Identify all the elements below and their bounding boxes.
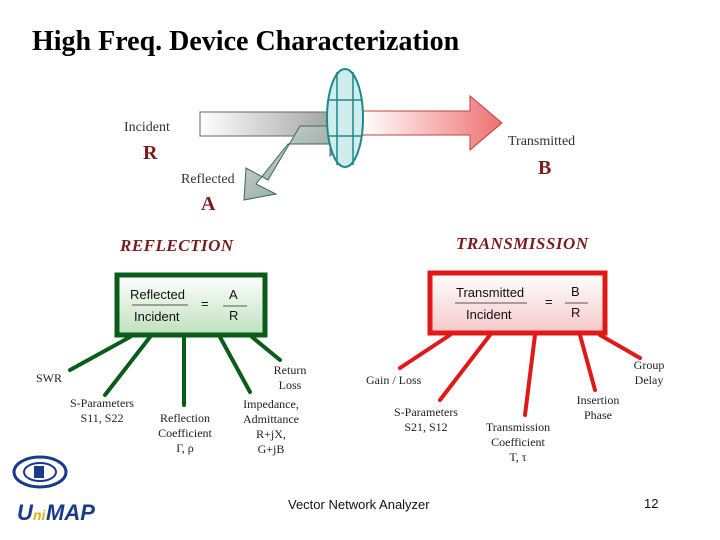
transmission-box-top: Transmitted xyxy=(456,285,525,300)
transmission-s-parameters: S-Parameters S21, S12 xyxy=(394,405,458,434)
reflection-heading: REFLECTION xyxy=(120,236,234,255)
insertion-phase: Insertion Phase xyxy=(576,393,620,422)
transmission-heading: TRANSMISSION xyxy=(456,234,589,253)
transmission-ratio-top: B xyxy=(571,284,580,299)
transmitted-arrow xyxy=(361,94,503,152)
reflection-coefficient: Reflection Coefficient Γ, ρ xyxy=(158,411,212,455)
reflection-s-parameters: S-Parameters S11, S22 xyxy=(70,396,134,425)
reflection-box-bottom: Incident xyxy=(134,309,180,324)
svg-text:MAP: MAP xyxy=(46,500,95,525)
reflection-equals: = xyxy=(201,296,209,311)
reflection-ratio-bottom: R xyxy=(229,308,239,323)
return-loss: Return Loss xyxy=(273,363,307,392)
swr-label: SWR xyxy=(36,371,63,385)
reflected-symbol: A xyxy=(201,193,216,215)
gain-loss-label: Gain / Loss xyxy=(366,373,422,387)
transmitted-label: Transmitted xyxy=(508,134,576,149)
page-number: 12 xyxy=(644,496,659,511)
transmission-branches xyxy=(398,333,642,417)
incident-symbol: R xyxy=(143,142,158,164)
reflected-label: Reflected xyxy=(181,172,235,187)
transmitted-symbol: B xyxy=(538,157,552,179)
reflection-ratio-top: A xyxy=(229,287,238,302)
unimap-logo: U ni MAP xyxy=(12,455,95,525)
svg-text:ni: ni xyxy=(33,507,47,523)
footer-center-text: Vector Network Analyzer xyxy=(288,497,430,512)
page-title: High Freq. Device Characterization xyxy=(32,26,460,57)
transmission-equals: = xyxy=(545,294,553,309)
transmission-coefficient: Transmission Coefficient T, τ xyxy=(485,420,551,464)
group-delay: Group Delay xyxy=(633,358,665,387)
svg-text:U: U xyxy=(17,500,34,525)
transmission-box-bottom: Incident xyxy=(466,307,512,322)
device-under-test xyxy=(326,68,364,168)
reflected-arrow xyxy=(243,125,331,201)
reflection-branches xyxy=(68,335,282,407)
impedance-admittance: Impedance, Admittance R+jX, G+jB xyxy=(243,397,299,456)
transmission-ratio-bottom: R xyxy=(571,305,581,320)
incident-label: Incident xyxy=(124,120,170,135)
reflection-box-top: Reflected xyxy=(130,287,185,302)
